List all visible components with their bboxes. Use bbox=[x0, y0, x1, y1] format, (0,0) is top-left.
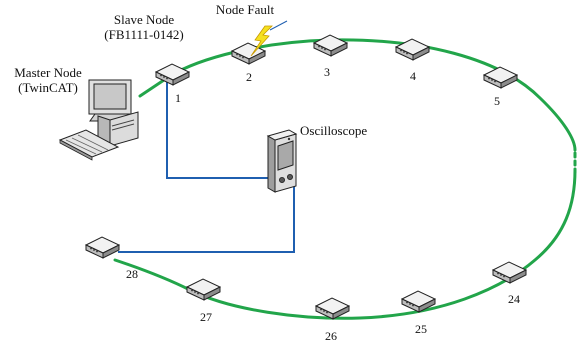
node-label-3: 3 bbox=[324, 65, 330, 79]
node-28-icon bbox=[85, 236, 120, 259]
node-24-icon bbox=[492, 261, 527, 284]
node-label-24: 24 bbox=[508, 292, 520, 306]
node-label-25: 25 bbox=[415, 322, 427, 336]
node-label-27: 27 bbox=[200, 310, 212, 324]
slave-node-subtitle: (FB1111-0142) bbox=[104, 26, 184, 42]
node-label-2: 2 bbox=[246, 70, 252, 84]
node-label-5: 5 bbox=[494, 94, 500, 108]
master-computer-icon bbox=[58, 79, 139, 161]
master-node-subtitle: (TwinCAT) bbox=[18, 79, 78, 95]
node-fault-label: Node Fault bbox=[215, 2, 275, 17]
master-node-title: Master Node bbox=[14, 65, 82, 80]
node-label-1: 1 bbox=[175, 91, 181, 105]
slave-node-title: Slave Node bbox=[113, 12, 175, 27]
lightning-fault-icon bbox=[250, 20, 288, 57]
slave-node-label: Slave Node (FB1111-0142) bbox=[104, 12, 184, 43]
oscilloscope-label: Oscilloscope bbox=[300, 123, 368, 138]
node-label-28: 28 bbox=[126, 267, 138, 281]
node-27-icon bbox=[186, 278, 221, 301]
node-label-4: 4 bbox=[410, 69, 416, 83]
node-3-icon bbox=[313, 34, 348, 57]
node-label-26: 26 bbox=[325, 329, 337, 343]
node-26-icon bbox=[315, 297, 350, 320]
oscilloscope-icon bbox=[266, 129, 298, 193]
node-5-icon bbox=[483, 66, 518, 89]
master-node-label: Master Node (TwinCAT) bbox=[14, 65, 82, 96]
